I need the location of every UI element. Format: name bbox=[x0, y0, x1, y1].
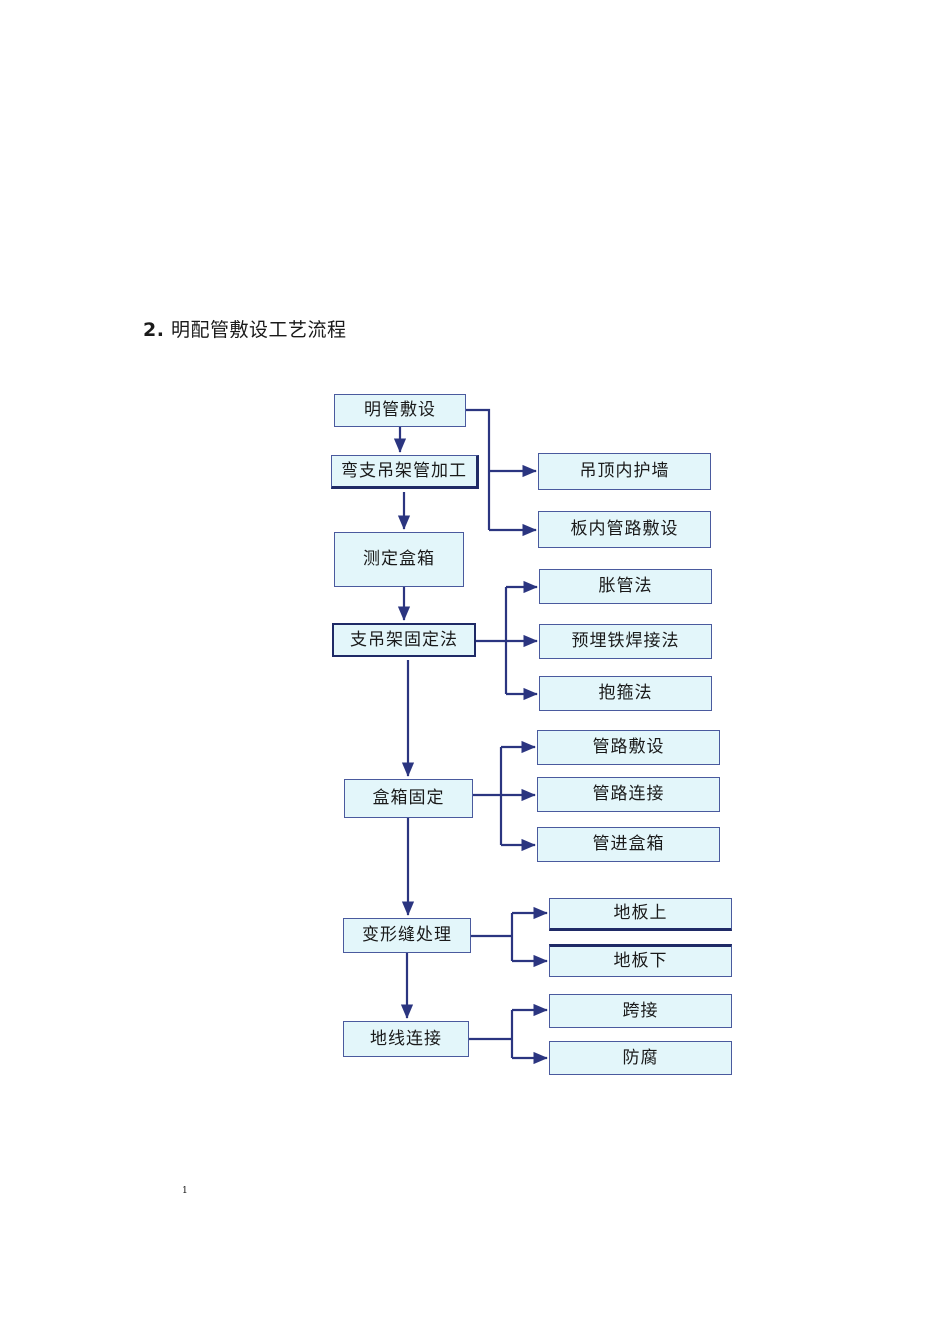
node-kua-jie[interactable]: 跨接 bbox=[549, 994, 732, 1028]
node-bian-xing-feng-chu-li[interactable]: 变形缝处理 bbox=[343, 918, 471, 953]
heading-text: 明配管敷设工艺流程 bbox=[171, 319, 347, 341]
heading-number: 2. bbox=[143, 319, 165, 341]
node-bao-gu-fa[interactable]: 抱箍法 bbox=[539, 676, 712, 711]
node-he-xiang-gu-ding[interactable]: 盒箱固定 bbox=[344, 779, 473, 818]
page-number: 1 bbox=[182, 1186, 188, 1196]
node-wan-zhi-diao-jia-guan-jia-gong[interactable]: 弯支吊架管加工 bbox=[331, 455, 479, 489]
node-guan-lu-lian-jie[interactable]: 管路连接 bbox=[537, 777, 720, 812]
node-diao-ding-nei-hu-qiang[interactable]: 吊顶内护墙 bbox=[538, 453, 711, 490]
node-ce-ding-he-xiang[interactable]: 测定盒箱 bbox=[334, 532, 464, 587]
page-title: 2. 明配管敷设工艺流程 bbox=[143, 315, 347, 342]
node-zhi-diao-jia-gu-ding-fa[interactable]: 支吊架固定法 bbox=[332, 623, 476, 657]
node-guan-jin-he-xiang[interactable]: 管进盒箱 bbox=[537, 827, 720, 862]
node-fang-fu[interactable]: 防腐 bbox=[549, 1041, 732, 1075]
node-di-ban-shang[interactable]: 地板上 bbox=[549, 898, 732, 931]
node-ban-nei-guan-lu-fu-she[interactable]: 板内管路敷设 bbox=[538, 511, 711, 548]
node-ming-guan-fu-she[interactable]: 明管敷设 bbox=[334, 394, 466, 427]
node-guan-lu-fu-she[interactable]: 管路敷设 bbox=[537, 730, 720, 765]
node-yu-mai-tie-han-jie-fa[interactable]: 预埋铁焊接法 bbox=[539, 624, 712, 659]
node-zhang-guan-fa[interactable]: 胀管法 bbox=[539, 569, 712, 604]
node-di-xian-lian-jie[interactable]: 地线连接 bbox=[343, 1021, 469, 1057]
node-di-ban-xia[interactable]: 地板下 bbox=[549, 944, 732, 977]
